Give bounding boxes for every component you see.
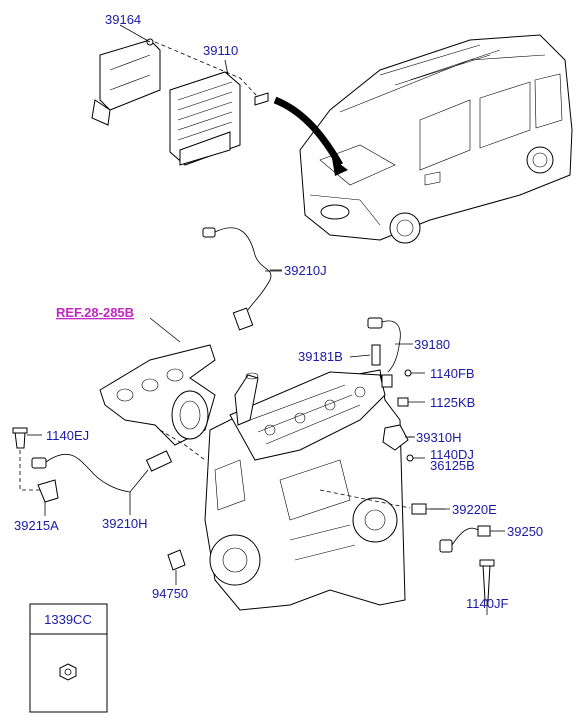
bracket-39215A	[37, 479, 59, 516]
label-39215A: 39215A	[14, 518, 59, 533]
label-1140DJ: 1140DJ	[430, 447, 474, 462]
label-ref-28-285B[interactable]: REF.28-285B	[56, 305, 134, 320]
oxygen-sensor-39210J	[202, 227, 282, 331]
label-36125B: 36125B	[430, 458, 475, 473]
label-39110: 39110	[203, 43, 238, 58]
label-39250: 39250	[507, 524, 543, 539]
bolt-1140JF	[479, 559, 495, 615]
label-1140EJ: 1140EJ	[46, 428, 89, 443]
bolt-1140EJ	[12, 427, 42, 449]
legend-box: 1339CC	[29, 603, 108, 713]
ecu-module-39110	[169, 71, 269, 166]
engine-block	[204, 369, 406, 611]
bolt-1125KB	[397, 397, 425, 407]
oxygen-sensor-39210H	[31, 450, 173, 515]
label-39164: 39164	[105, 12, 141, 27]
label-39310H: 39310H	[416, 430, 462, 445]
cam-sensor-39180	[367, 317, 425, 388]
van-illustration	[273, 34, 573, 244]
label-39180: 39180	[414, 337, 450, 352]
crank-sensor-39250	[439, 525, 505, 553]
ecu-bracket-39164	[91, 38, 161, 126]
legend-label-1339CC: 1339CC	[44, 612, 92, 627]
label-94750: 94750	[152, 586, 188, 601]
label-1125KB: 1125KB	[430, 395, 475, 410]
label-39210H: 39210H	[102, 516, 148, 531]
oil-pressure-switch-94750	[167, 549, 186, 585]
exhaust-manifold	[99, 317, 216, 446]
label-39181B: 39181B	[298, 349, 343, 364]
label-1140FB: 1140FB	[430, 366, 475, 381]
location-pointer-arrow	[273, 96, 344, 167]
label-39220E: 39220E	[452, 502, 497, 517]
label-39210J: 39210J	[284, 263, 327, 278]
label-1140JF: 1140JF	[466, 596, 508, 611]
nut-icon	[59, 663, 77, 681]
